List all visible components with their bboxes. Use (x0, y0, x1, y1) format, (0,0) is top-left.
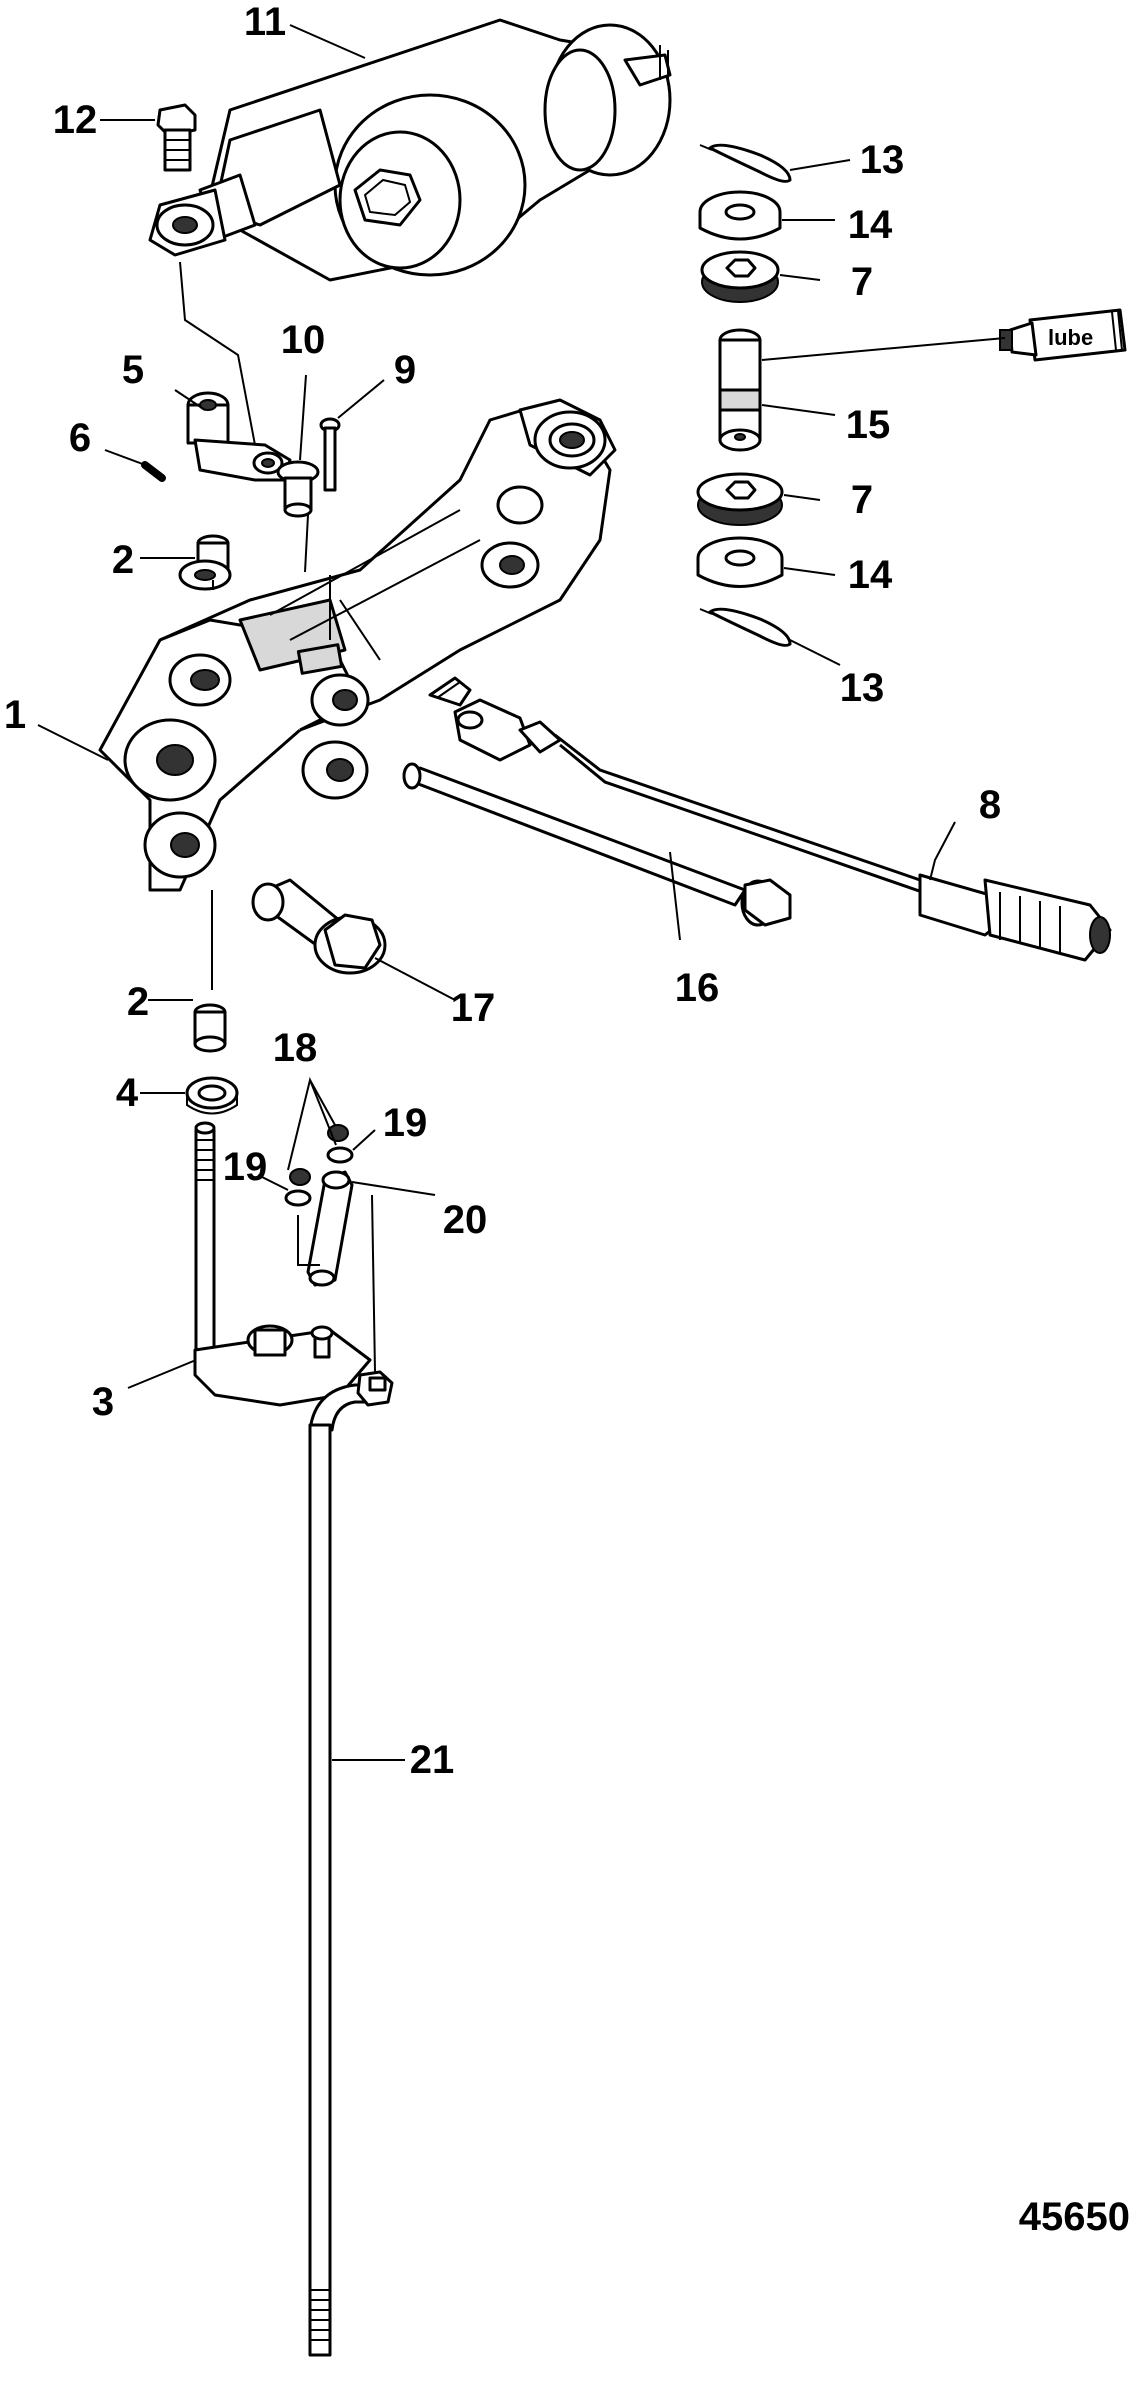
leader-lines (37, 24, 1006, 1761)
callout-7-upper: 7 (850, 260, 874, 304)
part-20-link (306, 1170, 354, 1287)
part-21-rod (308, 1370, 394, 2357)
callout-11: 11 (243, 0, 287, 44)
callout-7-lower: 7 (850, 478, 874, 522)
lube-label: lube (1048, 325, 1094, 350)
part-10-bushing (276, 460, 320, 518)
callout-16: 16 (674, 966, 720, 1010)
callout-20: 20 (442, 1198, 488, 1242)
part-6-pin (141, 461, 166, 482)
callout-13-upper: 13 (859, 138, 905, 182)
part-8-sensor-cable (428, 676, 1112, 962)
part-13-cotter-pin-lower (699, 607, 792, 647)
part-11-cylinder (148, 18, 672, 282)
part-4-nut (185, 1076, 239, 1115)
part-2-bushing-lower (193, 1003, 227, 1053)
callout-13-lower: 13 (839, 666, 885, 710)
part-14-washer-upper (698, 190, 782, 241)
callout-1: 1 (3, 693, 27, 737)
callout-4: 4 (115, 1071, 139, 1115)
callout-14-lower: 14 (847, 553, 893, 597)
callout-12: 12 (52, 98, 98, 142)
callout-21: 21 (409, 1738, 455, 1782)
callout-3: 3 (91, 1380, 115, 1424)
part-1-steering-arm (98, 398, 617, 892)
part-3-plate-and-stud (193, 1121, 372, 1407)
callout-6: 6 (68, 416, 92, 460)
callout-14-upper: 14 (847, 203, 893, 247)
callout-2-upper: 2 (111, 538, 135, 582)
part-5-lever (186, 391, 292, 482)
figure-id: 45650 (1018, 2195, 1130, 2239)
part-9-screw (319, 417, 341, 492)
part-7-seal-lower (696, 472, 784, 526)
callout-17: 17 (450, 986, 496, 1030)
callout-10: 10 (280, 318, 326, 362)
callout-8: 8 (978, 783, 1002, 827)
part-16-long-bolt (402, 762, 792, 927)
part-17-flange-bolt (251, 878, 387, 975)
part-15-pivot-pin (718, 328, 762, 452)
callout-19-left: 19 (222, 1145, 268, 1189)
callout-5: 5 (121, 348, 145, 392)
lube-tube-icon (999, 308, 1127, 362)
part-13-cotter-pin-upper (699, 143, 792, 183)
part-14-washer-lower (696, 536, 784, 588)
callout-19-right: 19 (382, 1101, 428, 1145)
part-18-nuts (289, 1124, 349, 1186)
callout-18: 18 (272, 1026, 318, 1070)
part-12-bolt (156, 103, 197, 172)
part-19-washers (284, 1146, 354, 1207)
callout-9: 9 (393, 348, 417, 392)
callout-15: 15 (845, 403, 891, 447)
part-7-seal-upper (700, 250, 780, 303)
callout-2-lower: 2 (126, 980, 150, 1024)
